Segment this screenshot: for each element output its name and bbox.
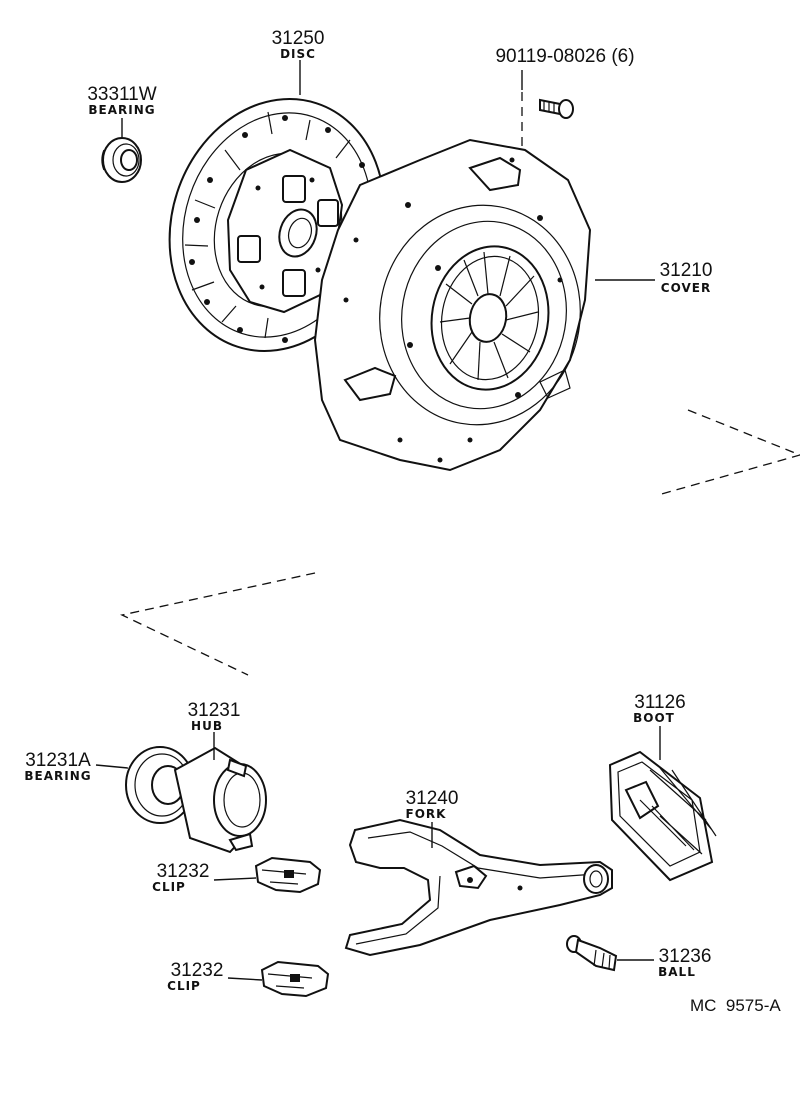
pilot-bearing-illustration xyxy=(101,137,142,183)
hub-illustration xyxy=(173,746,267,854)
part-number-fork: 31240 xyxy=(406,788,459,809)
clutch-cover-illustration xyxy=(313,138,592,472)
part-name-hub: HUB xyxy=(191,719,223,733)
part-name-clip-2: CLIP xyxy=(167,979,201,993)
label-clip-2: 31232 CLIP xyxy=(167,960,223,993)
label-hub: 31231 HUB xyxy=(188,700,241,733)
label-fork: 31240 FORK xyxy=(406,788,459,821)
part-number-bolt: 90119-08026 (6) xyxy=(495,46,634,67)
bolt-illustration xyxy=(539,98,574,119)
boot-illustration xyxy=(608,750,717,882)
part-name-disc: DISC xyxy=(280,47,316,61)
part-number-hub: 31231 xyxy=(188,700,241,721)
leader-lines xyxy=(95,60,661,981)
clip-1-illustration xyxy=(254,856,322,894)
part-name-bearing-top: BEARING xyxy=(88,103,155,117)
part-number-boot: 31126 xyxy=(634,692,685,713)
part-number-ball: 31236 xyxy=(659,946,712,967)
label-ball: 31236 BALL xyxy=(658,946,711,979)
part-number-release-bearing: 31231A xyxy=(25,750,91,771)
part-number-clip-1: 31232 xyxy=(157,861,210,882)
part-name-fork: FORK xyxy=(406,807,447,821)
part-number-bearing-top: 33311W xyxy=(87,84,156,105)
part-number-disc: 31250 xyxy=(272,28,325,49)
part-number-cover: 31210 xyxy=(660,260,713,281)
part-name-boot: BOOT xyxy=(633,711,675,725)
part-name-ball: BALL xyxy=(658,965,696,979)
part-number-clip-2: 31232 xyxy=(171,960,224,981)
label-clip-1: 31232 CLIP xyxy=(152,861,209,894)
label-bearing-top: 33311W BEARING xyxy=(87,84,156,117)
diagram-code: MC 9575-A xyxy=(690,996,781,1015)
fork-illustration xyxy=(344,818,613,957)
part-name-clip-1: CLIP xyxy=(152,880,186,894)
ball-stud-illustration xyxy=(566,935,618,972)
label-disc: 31250 DISC xyxy=(272,28,325,61)
label-boot: 31126 BOOT xyxy=(633,692,686,725)
label-bolt: 90119-08026 (6) xyxy=(495,46,634,67)
part-name-release-bearing: BEARING xyxy=(24,769,91,783)
label-release-bearing: 31231A BEARING xyxy=(24,750,91,783)
clip-2-illustration xyxy=(260,960,330,998)
part-name-cover: COVER xyxy=(661,281,711,295)
label-cover: 31210 COVER xyxy=(660,260,713,295)
